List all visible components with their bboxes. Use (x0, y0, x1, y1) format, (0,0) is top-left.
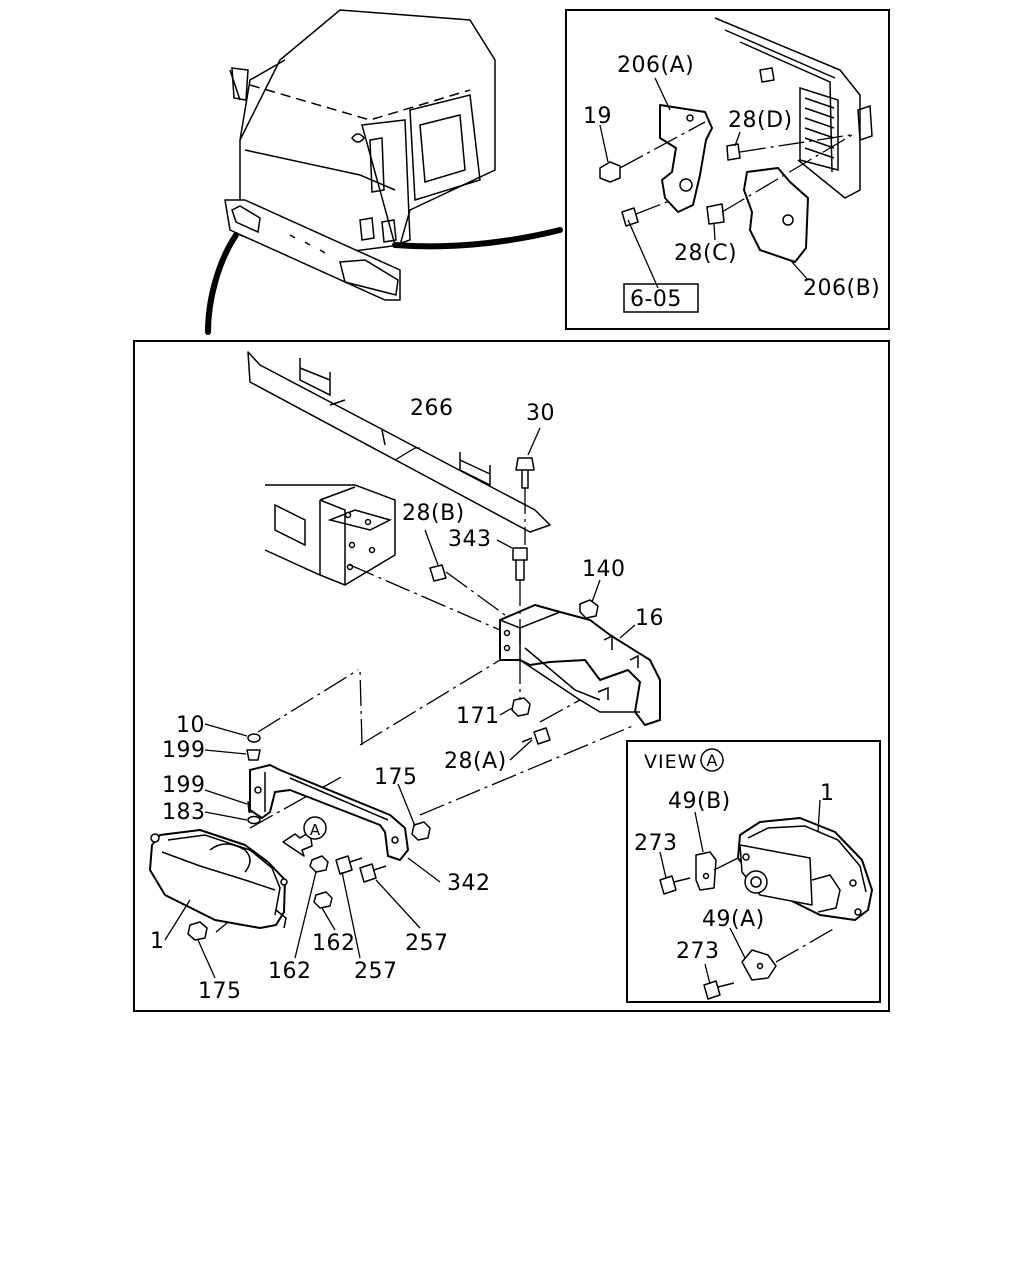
bracket-206b (743, 167, 809, 263)
label-266: 266 (410, 396, 454, 421)
label-257b: 257 (405, 931, 449, 956)
bolt-273b (703, 980, 735, 1000)
bolt-343 (512, 547, 528, 581)
label-175a: 175 (374, 765, 418, 790)
label-342: 342 (447, 871, 491, 896)
label-28a: 28(A) (444, 749, 507, 774)
label-206b: 206(B) (803, 276, 880, 301)
fog-lamp (149, 829, 286, 929)
bolt-257a (335, 855, 363, 875)
washer-183 (247, 815, 261, 825)
label-19: 19 (583, 104, 612, 129)
ref-box-605 (623, 283, 699, 313)
bolt-28d (726, 143, 741, 161)
inset-frame-top (565, 9, 890, 330)
bolt-30 (515, 457, 535, 489)
spacer-199a (246, 749, 261, 761)
label-1a: 1 (150, 929, 165, 954)
bolt-28a (521, 727, 551, 745)
bolt-273a (659, 875, 691, 895)
view-a-content (659, 748, 873, 1000)
label-199a: 199 (162, 738, 206, 763)
label-206a: 206(A) (617, 53, 694, 78)
label-140: 140 (582, 557, 626, 582)
label-49b: 49(B) (668, 789, 731, 814)
label-49a: 49(A) (702, 907, 765, 932)
nut-171 (511, 697, 531, 717)
bracket-206a (659, 104, 713, 213)
label-273b: 273 (676, 939, 720, 964)
label-10: 10 (176, 713, 205, 738)
washer-10 (247, 733, 261, 743)
label-162b: 162 (312, 931, 356, 956)
view-a-circle-letter: A (707, 751, 718, 770)
nut-140 (579, 599, 599, 619)
inset-top-content (599, 17, 873, 289)
direction-marker-letter: A (310, 821, 321, 839)
bolt-28c (706, 203, 725, 225)
bracket-49b (695, 851, 717, 891)
main-diagram-content (149, 351, 661, 979)
label-30: 30 (526, 401, 555, 426)
label-16: 16 (635, 606, 664, 631)
truck-cab-illustration (205, 9, 563, 335)
strip-266 (247, 351, 551, 533)
nut-162a (309, 855, 329, 873)
label-1b: 1 (820, 781, 835, 806)
label-183: 183 (162, 800, 206, 825)
label-199b: 199 (162, 773, 206, 798)
label-171: 171 (456, 704, 500, 729)
main-frame (133, 340, 890, 1012)
label-28d: 28(D) (728, 108, 793, 133)
label-273a: 273 (634, 831, 678, 856)
nut-162b (313, 891, 333, 909)
bolt-605 (621, 207, 639, 227)
label-343: 343 (448, 527, 492, 552)
nut-175b (187, 921, 208, 941)
nut-175a (411, 821, 431, 841)
stay-bracket (249, 764, 409, 861)
view-a-frame (626, 740, 881, 1003)
bolt-257b (359, 863, 387, 883)
view-a-title: VIEW (644, 751, 697, 773)
stud-28b (429, 564, 447, 582)
direction-marker (303, 816, 327, 840)
label-28c: 28(C) (674, 241, 737, 266)
label-175b: 175 (198, 979, 242, 1004)
label-605: 6-05 (630, 287, 682, 312)
label-28b: 28(B) (402, 501, 465, 526)
nut-19 (599, 161, 621, 183)
label-162a: 162 (268, 959, 312, 984)
label-257a: 257 (354, 959, 398, 984)
